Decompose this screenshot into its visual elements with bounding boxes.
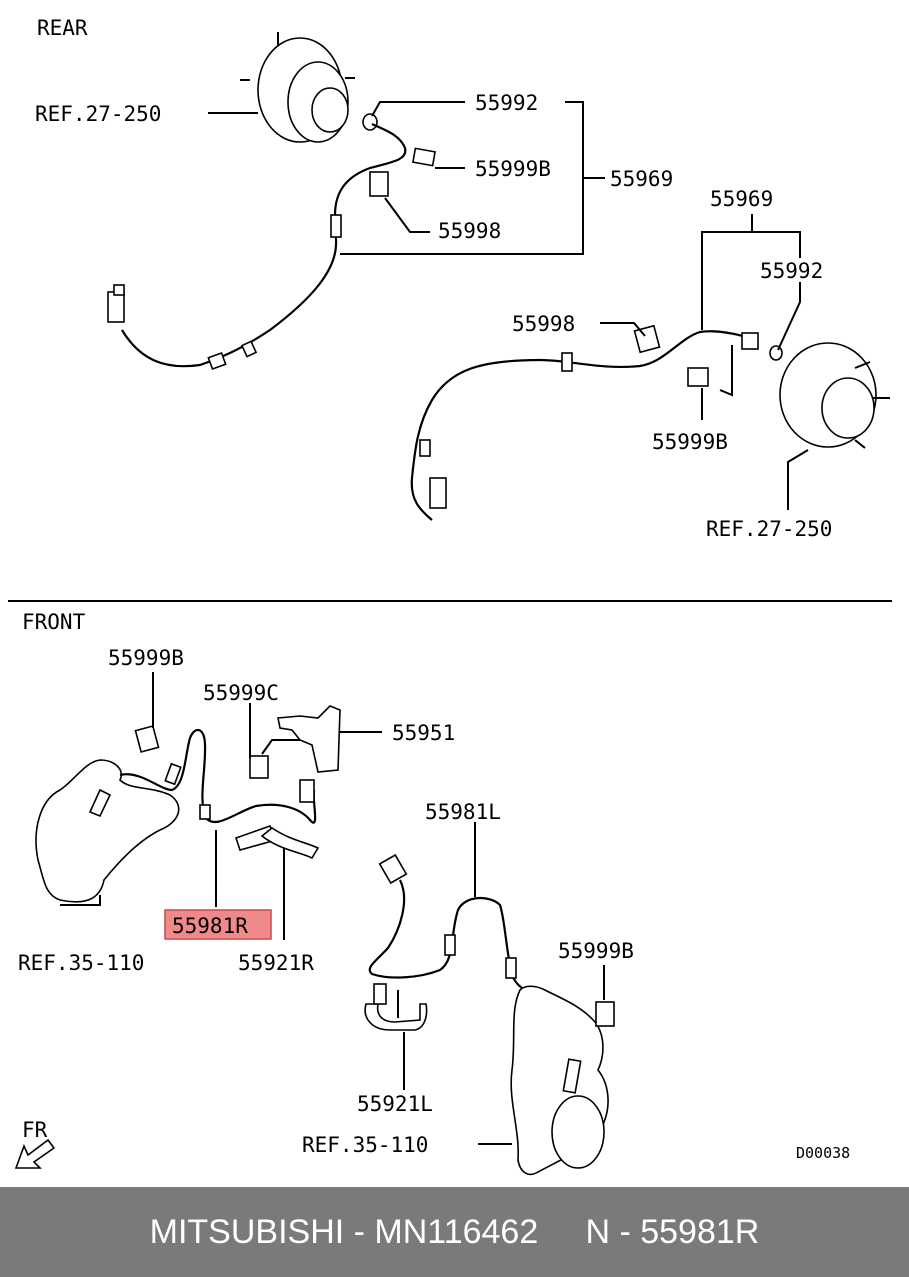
part-55951-label: 55951: [392, 721, 455, 745]
part-55981r-highlight: [164, 909, 272, 940]
part-55999b-front-label: 55999B: [108, 646, 184, 670]
front-left-knuckle-drawing: [35, 759, 180, 903]
front-right-sensor-harness: [119, 725, 320, 860]
footer-banner: MITSUBISHI - MN116462 N - 55981R: [0, 1187, 909, 1277]
ref-35-110-right-label: REF.35-110: [302, 1133, 428, 1157]
fr-arrow-icon: [14, 1138, 56, 1169]
ref-35-110-left-label: REF.35-110: [18, 951, 144, 975]
part-55981l-label: 55981L: [425, 800, 501, 824]
part-55999b-right-label: 55999B: [652, 430, 728, 454]
part-55998-right-label: 55998: [512, 312, 575, 336]
rear-left-hub-drawing: [240, 32, 378, 143]
part-55921l-label: 55921L: [357, 1092, 433, 1116]
fr-direction-label: FR: [22, 1118, 48, 1142]
part-55969-right-label: 55969: [710, 187, 773, 211]
part-55998-label: 55998: [438, 219, 501, 243]
part-55992-label: 55992: [475, 91, 538, 115]
rear-section-title: REAR: [37, 16, 88, 40]
rear-right-sensor-harness: [410, 324, 759, 521]
part-55992-right-label: 55992: [760, 259, 823, 283]
part-55999c-label: 55999C: [203, 681, 279, 705]
rear-left-sensor-harness: [107, 123, 436, 371]
front-section-title: FRONT: [22, 610, 86, 634]
rear-right-hub-drawing: [769, 342, 890, 449]
footer-text: MITSUBISHI - MN116462 N - 55981R: [149, 1212, 760, 1251]
part-55981r-label: 55981R: [172, 914, 248, 938]
part-55999b-front-right-label: 55999B: [558, 939, 634, 963]
part-55999b-label: 55999B: [475, 157, 551, 181]
ref-27-250-left-label: REF.27-250: [35, 102, 161, 126]
diagram-code: D00038: [796, 1144, 850, 1162]
bracket-55951-drawing: [277, 705, 341, 773]
ref-27-250-right-label: REF.27-250: [706, 517, 832, 541]
part-55969-label: 55969: [610, 167, 673, 191]
part-55921r-label: 55921R: [238, 951, 314, 975]
front-right-knuckle-drawing: [510, 985, 615, 1176]
parts-diagram: REAR REF.27-250 55992 55999B 55969 55998: [8, 16, 892, 1176]
